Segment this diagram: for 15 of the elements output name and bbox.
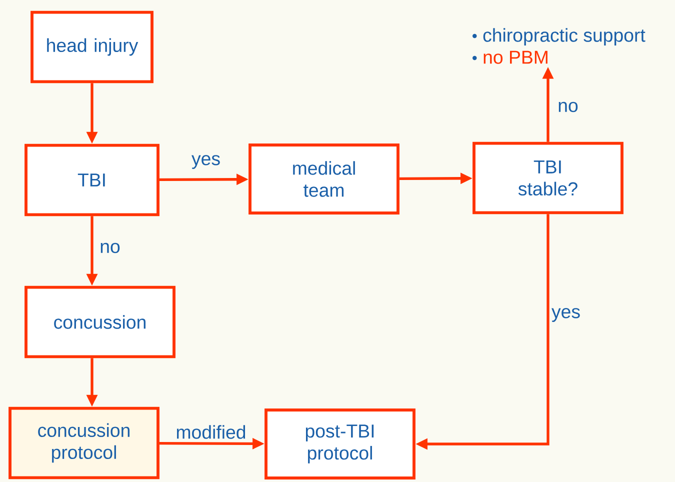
process-box: TBI stable? (472, 142, 624, 214)
edge-label: modified (176, 425, 246, 439)
process-box: post-TBI protocol (264, 408, 416, 480)
node-label: no PBM (484, 50, 548, 64)
process-box: concussion protocol (8, 406, 160, 480)
edge-label: yes (192, 155, 220, 169)
process-box: head injury (30, 10, 154, 84)
process-box: medical team (248, 144, 400, 214)
bullet-list: chiropractic support no PBM (472, 28, 646, 64)
edge-label: yes (552, 308, 580, 322)
process-box: concussion (24, 286, 176, 358)
edge-label: no (558, 102, 578, 112)
process-box: TBI (24, 144, 160, 216)
node-label: chiropractic support (483, 28, 646, 46)
edge-label: no (100, 242, 120, 254)
